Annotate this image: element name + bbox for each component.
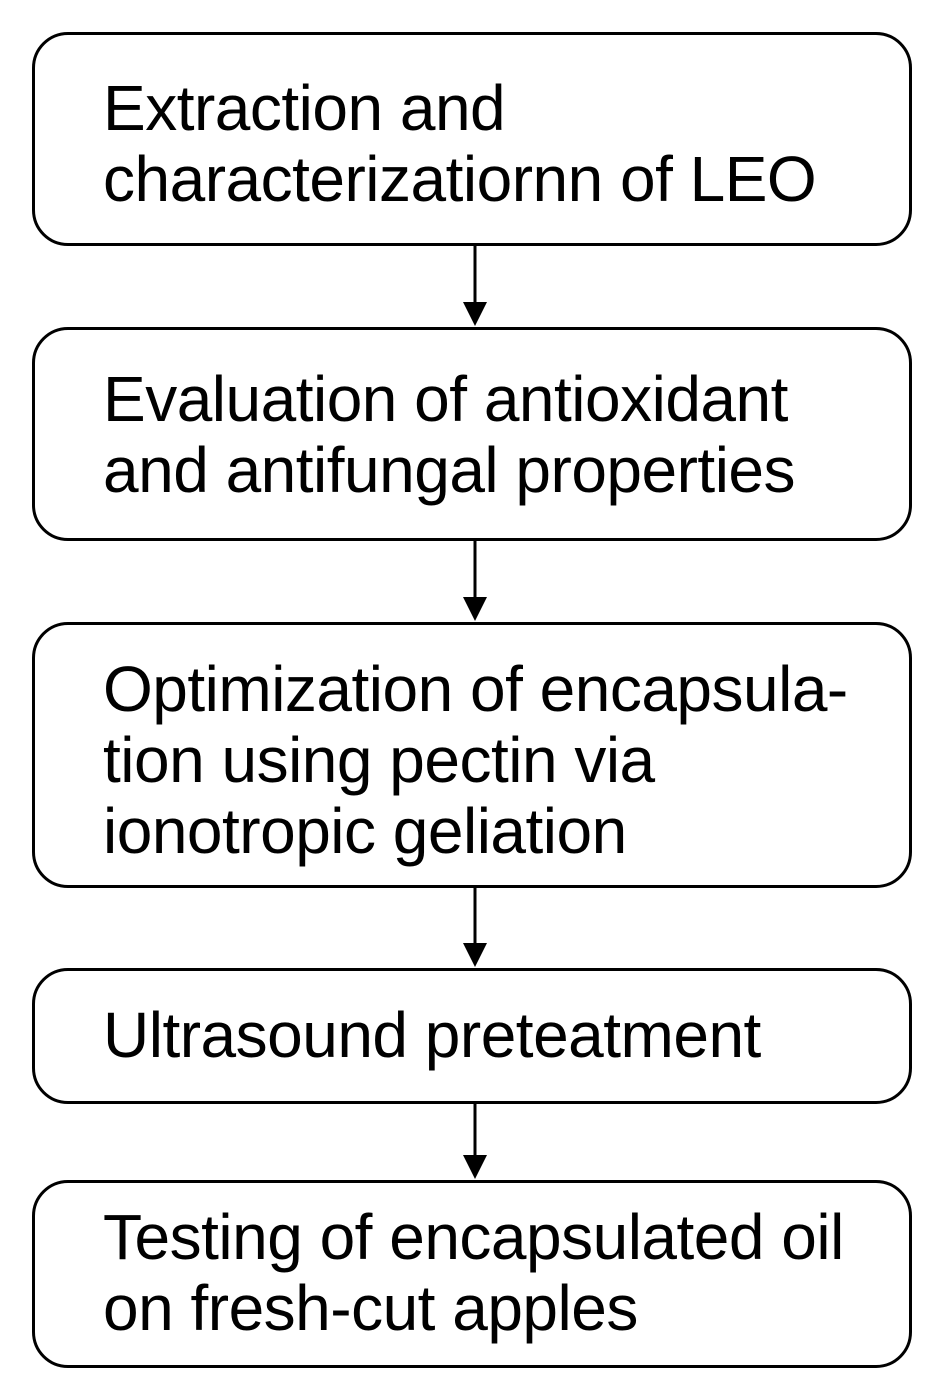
step-text-line: tion using pectin via	[103, 724, 655, 796]
step-optimization-box: Optimization of encapsula- tion using pe…	[32, 622, 912, 888]
step-extraction-box: Extraction and characterizatiornn of LEO	[32, 32, 912, 246]
step-evaluation-box: Evaluation of antioxidant and antifungal…	[32, 327, 912, 541]
flow-arrow-2	[462, 541, 488, 622]
arrow-down-icon	[463, 541, 487, 621]
arrow-down-icon	[463, 1104, 487, 1179]
step-text-line: characterizatiornn of LEO	[103, 143, 817, 215]
step-testing-label: Testing of encapsulated oil on fresh-cut…	[103, 1202, 889, 1344]
step-optimization-label: Optimization of encapsula- tion using pe…	[103, 654, 889, 867]
flow-arrow-4	[462, 1104, 488, 1180]
step-text-line: Testing of encapsulated oil	[103, 1201, 844, 1273]
step-text-line: ionotropic geliation	[103, 795, 627, 867]
arrow-down-icon	[463, 246, 487, 326]
arrow-down-icon	[463, 888, 487, 967]
flow-arrow-3	[462, 888, 488, 968]
step-text-line: Evaluation of antioxidant	[103, 363, 788, 435]
step-extraction-label: Extraction and characterizatiornn of LEO	[103, 73, 889, 215]
step-text-line: Extraction and	[103, 72, 506, 144]
step-ultrasound-label: Ultrasound preteatment	[103, 1000, 889, 1071]
step-text-line: Optimization of encapsula-	[103, 653, 848, 725]
step-evaluation-label: Evaluation of antioxidant and antifungal…	[103, 364, 889, 506]
step-testing-box: Testing of encapsulated oil on fresh-cut…	[32, 1180, 912, 1368]
flow-arrow-1	[462, 246, 488, 327]
step-text-line: and antifungal properties	[103, 434, 796, 506]
step-ultrasound-box: Ultrasound preteatment	[32, 968, 912, 1104]
step-text-line: Ultrasound preteatment	[103, 999, 761, 1071]
step-text-line: on fresh-cut apples	[103, 1272, 638, 1344]
